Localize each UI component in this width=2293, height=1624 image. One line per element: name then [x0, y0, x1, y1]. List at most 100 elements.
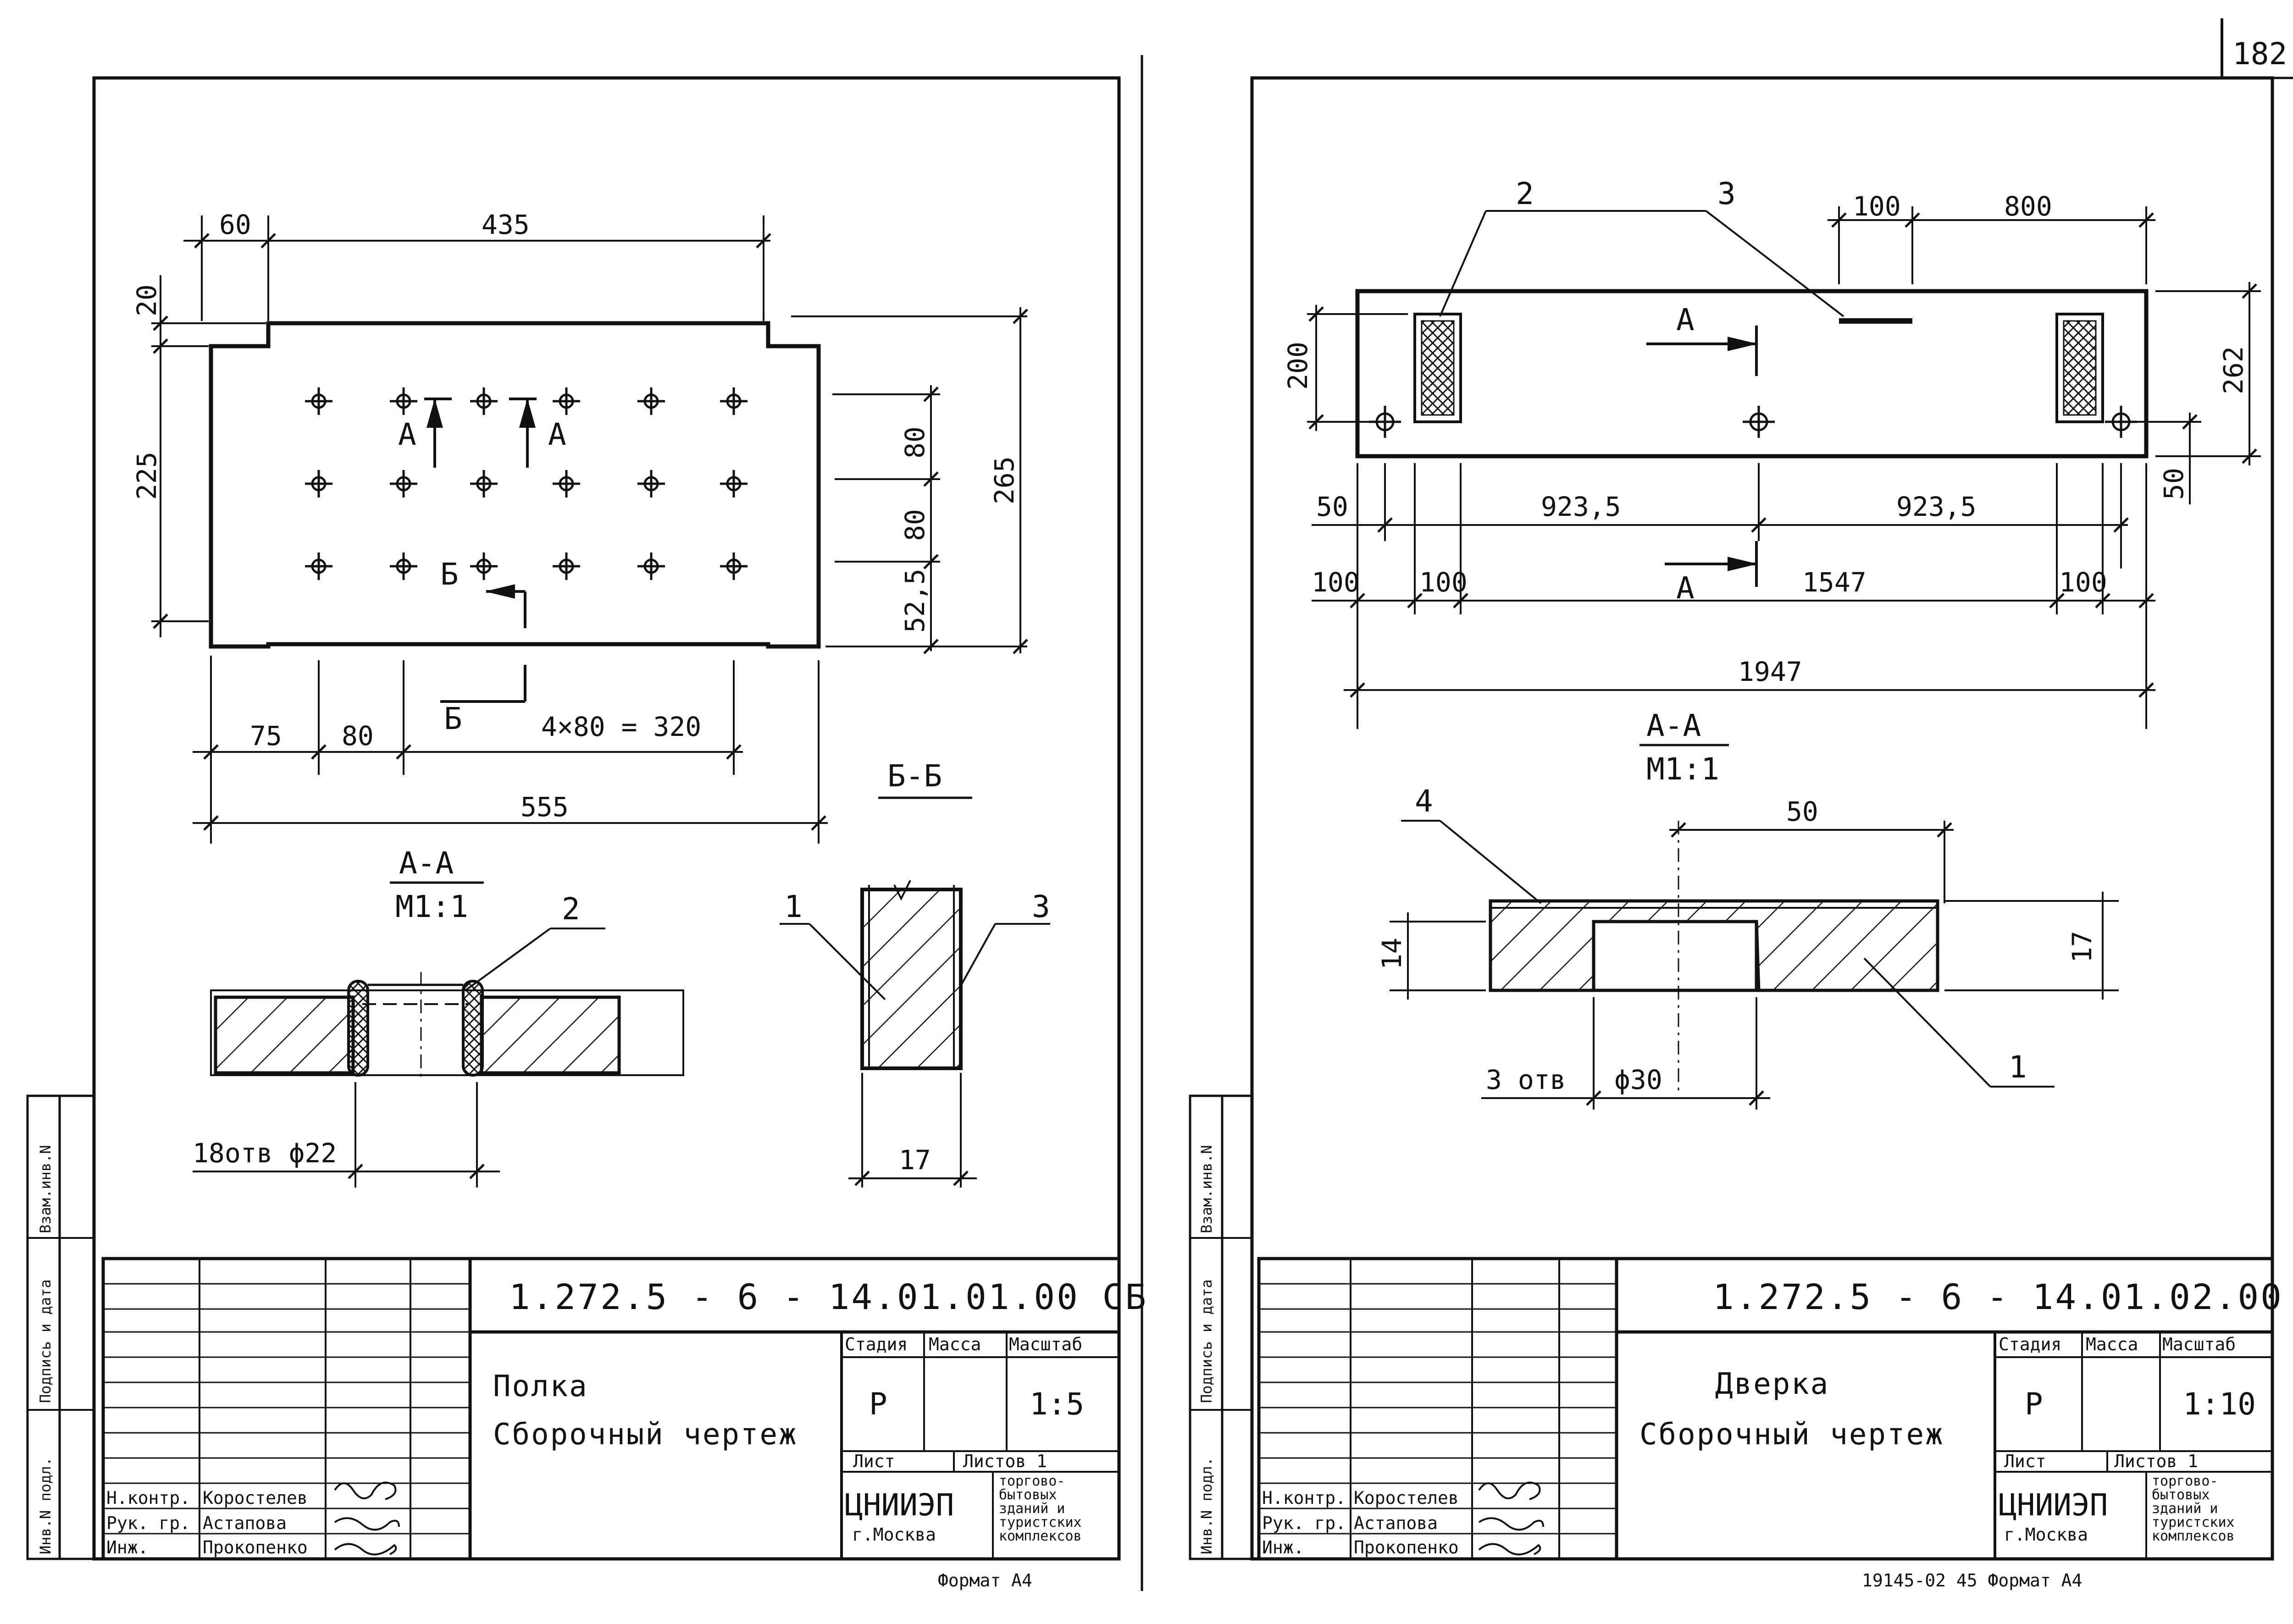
right-title-block: 1.272.5 - 6 - 14.01.02.00 СБ Дверка Сбор…	[1257, 1257, 2293, 1561]
callout-3: 3	[1032, 889, 1050, 924]
dim-800: 800	[2004, 191, 2052, 222]
dim-17-bb: 17	[899, 1144, 931, 1176]
door-outline	[1355, 289, 2149, 458]
left-sheet: Инв.N подл. Подпись и дата Взам.инв.N А …	[26, 76, 1148, 1591]
callout-2: 2	[562, 891, 580, 927]
left-side-strip: Инв.N подл. Подпись и дата Взам.инв.N	[26, 1094, 95, 1560]
side-label-inv: Инв.N подл.	[37, 1457, 54, 1554]
org-note-left-2: бытовых	[999, 1487, 1057, 1503]
cut-label-b-bottom: Б	[444, 701, 462, 736]
dim-75: 75	[250, 720, 282, 751]
section-aa-scale: М1:1	[395, 889, 468, 924]
dim-80-bottom: 80	[342, 720, 374, 751]
holes-note-right: 3 отв	[1486, 1064, 1566, 1095]
dim-20: 20	[131, 284, 162, 316]
dim-435: 435	[482, 209, 530, 240]
role-left-1: Н.контр.	[106, 1488, 190, 1508]
holes-note-left: 18отв ϕ22	[193, 1138, 337, 1169]
doc-code-left: 1.272.5 - 6 - 14.01.01.00 СБ	[509, 1276, 1148, 1317]
dim-555: 555	[521, 791, 569, 823]
dim-100-a: 100	[1312, 567, 1360, 598]
shelf-dims-lines	[151, 215, 1027, 844]
signatures-right	[1478, 1481, 1544, 1556]
org-note-right-2: бытовых	[2152, 1487, 2210, 1503]
org-note-right-3: зданий и	[2152, 1501, 2218, 1517]
format-left: Формат А4	[938, 1570, 1032, 1591]
stage-value-right: Р	[2025, 1386, 2043, 1422]
dim-14: 14	[1376, 938, 1407, 970]
dim-100-top: 100	[1853, 191, 1901, 222]
dim-200: 200	[1282, 342, 1313, 390]
dim-80-upper: 80	[899, 426, 930, 458]
hole-diameter: ϕ30	[1614, 1064, 1662, 1095]
sheets-header-left: Листов 1	[963, 1451, 1047, 1471]
dim-50-left: 50	[1316, 491, 1348, 522]
name-right-1: Коростелев	[1354, 1488, 1459, 1508]
format-right: 19145-02 45 Формат А4	[1862, 1570, 2082, 1591]
door-dims-lines	[1307, 206, 2261, 729]
section-aa-title: А-А	[399, 845, 454, 881]
dim-50-right: 50	[2158, 468, 2189, 500]
org-city-right: г.Москва	[2004, 1525, 2088, 1545]
shelf-holes	[305, 387, 748, 580]
callout-door-1: 1	[2009, 1050, 2027, 1085]
scale-header-left: Масштаб	[1009, 1334, 1082, 1354]
side-label-sign: Подпись и дата	[37, 1279, 54, 1403]
cut-label-a-right: А	[548, 417, 566, 452]
role-left-3: Инж.	[106, 1537, 149, 1558]
hole-row-2	[311, 476, 742, 492]
shelf-plan: А А Б Б	[131, 209, 1028, 844]
callout-door-4: 4	[1415, 784, 1433, 819]
side-label-replace: Взам.инв.N	[37, 1145, 54, 1233]
signatures-left	[334, 1481, 400, 1556]
section-bb-title: Б-Б	[887, 758, 942, 794]
title-line2-left: Сборочный чертеж	[493, 1418, 798, 1452]
cut-label-b-top: Б	[440, 557, 459, 592]
shelf-outline	[209, 321, 821, 649]
title-line2-right: Сборочный чертеж	[1639, 1418, 1944, 1452]
stage-value-left: Р	[869, 1386, 887, 1422]
section-aa-scale-r: М1:1	[1646, 751, 1719, 787]
callout-door-3: 3	[1717, 176, 1736, 211]
door-cut-a	[1646, 326, 1758, 587]
right-sheet: Инв.N подл. Подпись и дата Взам.инв.N	[1189, 76, 2293, 1591]
scale-value-left: 1:5	[1030, 1386, 1084, 1422]
cut-label-a-left: А	[398, 417, 416, 452]
sheet-header-right: Лист	[2004, 1451, 2046, 1471]
hole-row-3	[311, 558, 742, 574]
page-number-block: 182	[2221, 18, 2293, 79]
name-left-2: Астапова	[203, 1513, 287, 1533]
cut-mark-a	[424, 398, 537, 468]
dim-262: 262	[2218, 346, 2249, 394]
dim-1547: 1547	[1802, 567, 1867, 598]
section-bb: Б-Б 17 1 3	[780, 758, 1050, 1188]
cut-mark-b	[440, 584, 526, 703]
dim-225: 225	[131, 452, 162, 500]
door-dim-ticks	[1308, 212, 2257, 698]
org-name-left: ЦНИИЭП	[845, 1487, 954, 1523]
role-left-2: Рук. гр.	[106, 1513, 190, 1533]
page-number: 182	[2232, 36, 2287, 72]
name-left-3: Прокопенко	[203, 1537, 308, 1558]
doc-code-right: 1.272.5 - 6 - 14.01.02.00 СБ	[1713, 1276, 2293, 1317]
callout-1: 1	[784, 889, 803, 924]
scale-header-right: Масштаб	[2162, 1334, 2236, 1354]
left-title-block: 1.272.5 - 6 - 14.01.01.00 СБ Полка Сборо…	[101, 1257, 1148, 1561]
role-right-2: Рук. гр.	[1262, 1513, 1346, 1533]
section-aa-right: А-А М1:1 50 14 17 3 отв ϕ30	[1376, 708, 2119, 1110]
section-aa-title-r: А-А	[1646, 708, 1701, 743]
dim-60: 60	[219, 209, 251, 240]
stage-header-right: Стадия	[1999, 1334, 2061, 1354]
door-holes	[1369, 406, 2137, 438]
title-line1-left: Полка	[493, 1370, 588, 1403]
dim-17-section: 17	[2066, 931, 2098, 963]
role-right-1: Н.контр.	[1262, 1488, 1346, 1508]
org-note-right-5: комплексов	[2152, 1528, 2235, 1544]
mass-header-right: Масса	[2086, 1334, 2138, 1354]
org-city-left: г.Москва	[852, 1525, 936, 1545]
sheets-header-right: Листов 1	[2114, 1451, 2198, 1471]
dim-1947: 1947	[1738, 656, 1802, 687]
dim-923-5-left: 923,5	[1541, 491, 1621, 522]
dim-265: 265	[989, 456, 1020, 504]
